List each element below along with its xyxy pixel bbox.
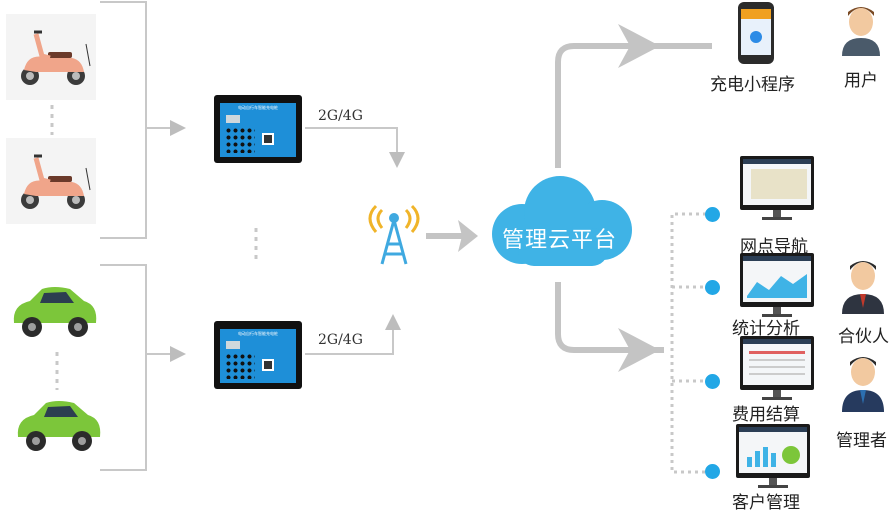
cloud-to-modules-arrow-shaft	[555, 282, 664, 353]
charging-device-2: 电动自行车智能充电桩	[214, 321, 302, 389]
device1-to-antenna-line	[305, 127, 405, 168]
device-keypad	[225, 127, 255, 153]
module-label-billing: 费用结算	[732, 405, 800, 425]
device-lcd	[226, 341, 240, 349]
partner-label: 合伙人	[838, 327, 889, 347]
scooter-icon	[21, 154, 91, 209]
module-label-customers: 客户管理	[732, 493, 800, 513]
user-label: 用户	[844, 71, 878, 91]
cloud-to-miniprogram-arrow-shaft	[555, 43, 712, 168]
module-label-statistics: 统计分析	[732, 319, 800, 339]
car-icon	[13, 287, 97, 337]
miniprogram-arrowhead	[618, 24, 660, 68]
antenna-to-cloud-arrowhead	[458, 220, 478, 252]
device2-to-antenna-line	[305, 314, 401, 355]
module-dot-billing	[705, 374, 720, 389]
monitor-billing	[740, 336, 814, 400]
device-screen: 电动自行车智能充电桩	[220, 329, 296, 383]
scooter-bracket-line	[100, 1, 147, 239]
cloud-platform-icon	[492, 176, 632, 266]
qr-code-icon	[262, 133, 274, 145]
device-title: 电动自行车智能充电桩	[238, 105, 278, 110]
mini-program-label: 充电小程序	[710, 75, 795, 95]
module-dot-navigation	[705, 207, 720, 222]
car-image-2	[12, 397, 104, 457]
modules-arrowhead	[618, 328, 660, 372]
monitor-navigation	[740, 156, 814, 220]
device-keypad	[225, 353, 255, 379]
monitor-customers	[736, 424, 810, 488]
charging-device-1: 电动自行车智能充电桩	[214, 95, 302, 163]
device-screen: 电动自行车智能充电桩	[220, 103, 296, 157]
phone-screen	[741, 9, 771, 55]
module-dot-customers	[705, 464, 720, 479]
manager-label: 管理者	[836, 431, 887, 451]
monitor-statistics	[740, 253, 814, 317]
car-bracket-line	[100, 264, 147, 471]
partner-avatar-icon	[842, 261, 884, 314]
module-dot-statistics	[705, 280, 720, 295]
modules-dotted-bracket	[670, 212, 706, 474]
qr-code-icon	[262, 359, 274, 371]
device-title: 电动自行车智能充电桩	[238, 331, 278, 336]
module-label-navigation: 网点导航	[740, 237, 808, 257]
network-label-1: 2G/4G	[318, 108, 363, 124]
scooter-icon	[21, 30, 91, 85]
antenna-tower-icon	[368, 204, 420, 265]
scooter-image-2	[6, 138, 96, 224]
car-icon	[17, 401, 101, 451]
user-avatar-icon	[842, 7, 880, 56]
manager-avatar-icon	[842, 357, 884, 412]
car-image-1	[8, 283, 100, 343]
network-label-2: 2G/4G	[318, 332, 363, 348]
scooter-image-1	[6, 14, 96, 100]
phone-icon	[738, 2, 774, 64]
device-lcd	[226, 115, 240, 123]
cloud-platform-label: 管理云平台	[502, 228, 618, 253]
